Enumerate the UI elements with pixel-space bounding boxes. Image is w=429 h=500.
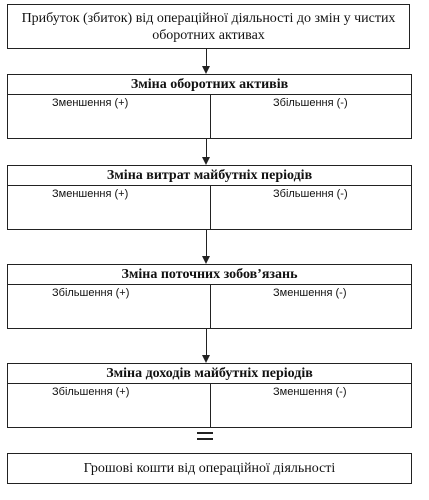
arrow-down-icon — [202, 256, 210, 264]
block-left-label: Зменшення (+) — [52, 97, 129, 109]
block-title: Зміна поточних зобов’язань — [8, 265, 411, 285]
block-deferred-expenses: Зміна витрат майбутніх періодів Зменшенн… — [7, 165, 412, 230]
block-right-label: Збільшення (-) — [273, 97, 348, 109]
start-text: Прибуток (збиток) від операційної діяльн… — [21, 10, 396, 43]
start-box: Прибуток (збиток) від операційної діяльн… — [7, 4, 410, 49]
block-working-capital-assets: Зміна оборотних активів Зменшення (+) Зб… — [7, 74, 412, 139]
block-deferred-income: Зміна доходів майбутніх періодів Збільше… — [7, 363, 412, 428]
block-divider — [209, 285, 211, 328]
connector-line-2 — [206, 139, 207, 157]
block-left-label: Збільшення (+) — [52, 386, 130, 398]
connector-line-4 — [206, 329, 207, 355]
block-current-liabilities: Зміна поточних зобов’язань Збільшення (+… — [7, 264, 412, 329]
arrow-down-icon — [202, 157, 210, 165]
block-right-label: Збільшення (-) — [273, 188, 348, 200]
block-right-label: Зменшення (-) — [273, 287, 347, 299]
equals-icon — [197, 430, 213, 442]
block-title: Зміна витрат майбутніх періодів — [8, 166, 411, 186]
block-right-label: Зменшення (-) — [273, 386, 347, 398]
result-text: Грошові кошти від операційної діяльності — [83, 460, 336, 476]
connector-line-1 — [206, 49, 207, 66]
result-box: Грошові кошти від операційної діяльності — [7, 453, 412, 484]
block-divider — [209, 186, 211, 229]
block-divider — [209, 384, 211, 427]
block-title: Зміна оборотних активів — [8, 75, 411, 95]
block-left-label: Зменшення (+) — [52, 188, 129, 200]
connector-line-3 — [206, 230, 207, 256]
block-divider — [209, 95, 211, 138]
block-left-label: Збільшення (+) — [52, 287, 130, 299]
arrow-down-icon — [202, 355, 210, 363]
arrow-down-icon — [202, 66, 210, 74]
block-title: Зміна доходів майбутніх періодів — [8, 364, 411, 384]
